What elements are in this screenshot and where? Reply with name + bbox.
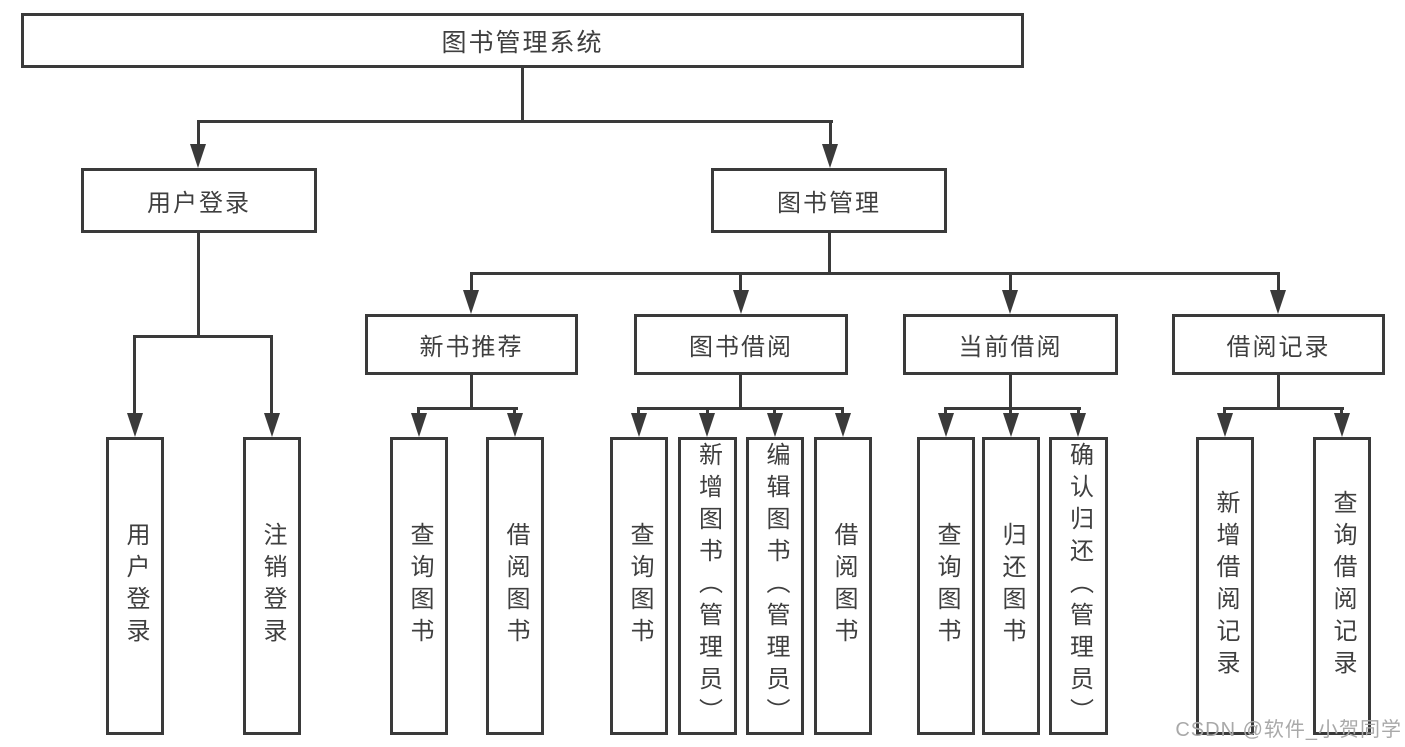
leaf-label: 新增图书（管理员） xyxy=(694,442,722,730)
connector-level1-rail xyxy=(197,120,833,123)
connector-drop-leaf-user-login xyxy=(133,335,136,415)
arrow-down-icon xyxy=(463,290,479,314)
connector-book-borrow-trunk xyxy=(739,375,742,409)
connector-new-book-trunk xyxy=(470,375,473,409)
node-borrow-records: 借阅记录 xyxy=(1172,314,1385,375)
node-library-management-system: 图书管理系统 xyxy=(21,13,1024,68)
leaf-label: 查询图书 xyxy=(626,522,653,650)
connector-drop xyxy=(1009,407,1012,417)
node-label: 图书管理 xyxy=(777,190,881,217)
connector-new-book-rail xyxy=(417,407,518,410)
connector-user-login-rail xyxy=(133,335,273,338)
leaf-label: 查询借阅记录 xyxy=(1329,490,1356,682)
connector-drop xyxy=(1077,407,1080,417)
node-label: 借阅记录 xyxy=(1226,334,1331,361)
arrow-down-icon xyxy=(1070,413,1086,437)
connector-drop xyxy=(417,407,420,417)
leaf-label: 用户登录 xyxy=(122,522,149,650)
arrow-down-icon xyxy=(507,413,523,437)
arrow-down-icon xyxy=(822,144,838,168)
connector-book-borrow-rail xyxy=(637,407,844,410)
leaf-query-borrow-record: 查询借阅记录 xyxy=(1313,437,1371,735)
node-current-borrow: 当前借阅 xyxy=(903,314,1118,375)
leaf-label: 注销登录 xyxy=(259,522,286,650)
node-user-login: 用户登录 xyxy=(81,168,317,233)
node-book-management: 图书管理 xyxy=(711,168,947,233)
arrow-down-icon xyxy=(699,413,715,437)
node-label: 用户登录 xyxy=(147,190,251,217)
arrow-down-icon xyxy=(733,290,749,314)
connector-drop xyxy=(773,407,776,417)
connector-drop xyxy=(513,407,516,417)
leaf-borrow-books-borrow: 借阅图书 xyxy=(814,437,872,735)
arrow-down-icon xyxy=(835,413,851,437)
connector-drop xyxy=(706,407,709,417)
connector-drop-new-book xyxy=(470,272,473,294)
connector-user-login-trunk xyxy=(197,233,200,337)
leaf-label: 确认归还（管理员） xyxy=(1065,442,1093,730)
connector-drop-leaf-logout xyxy=(270,335,273,415)
leaf-label: 新增借阅记录 xyxy=(1212,490,1239,682)
connector-drop-book-management xyxy=(829,120,832,146)
leaf-confirm-return-admin: 确认归还（管理员） xyxy=(1049,437,1108,735)
connector-level2-rail xyxy=(470,272,1280,275)
connector-drop xyxy=(841,407,844,417)
connector-current-borrow-trunk xyxy=(1009,375,1012,409)
connector-drop xyxy=(944,407,947,417)
leaf-edit-book-admin: 编辑图书（管理员） xyxy=(746,437,804,735)
connector-borrow-records-rail xyxy=(1223,407,1344,410)
leaf-label: 编辑图书（管理员） xyxy=(762,442,789,730)
arrow-down-icon xyxy=(190,144,206,168)
connector-drop xyxy=(1340,407,1343,417)
leaf-return-book: 归还图书 xyxy=(982,437,1040,735)
arrow-down-icon xyxy=(1334,413,1350,437)
leaf-query-books-recommend: 查询图书 xyxy=(390,437,448,735)
leaf-label: 查询图书 xyxy=(406,522,433,650)
connector-drop xyxy=(1223,407,1226,417)
arrow-down-icon xyxy=(1002,290,1018,314)
connector-drop-current-borrow xyxy=(1009,272,1012,294)
node-label: 图书借阅 xyxy=(689,334,793,361)
node-label: 图书管理系统 xyxy=(441,28,604,57)
node-label: 新书推荐 xyxy=(419,334,524,361)
arrow-down-icon xyxy=(1217,413,1233,437)
arrow-down-icon xyxy=(127,413,143,437)
leaf-logout: 注销登录 xyxy=(243,437,301,735)
leaf-user-login: 用户登录 xyxy=(106,437,164,735)
leaf-label: 归还图书 xyxy=(998,522,1025,650)
connector-drop-borrow-records xyxy=(1277,272,1280,294)
connector-borrow-records-trunk xyxy=(1277,375,1280,409)
leaf-add-book-admin: 新增图书（管理员） xyxy=(678,437,737,735)
node-new-book-recommend: 新书推荐 xyxy=(365,314,578,375)
arrow-down-icon xyxy=(767,413,783,437)
connector-drop xyxy=(637,407,640,417)
leaf-label: 借阅图书 xyxy=(502,522,529,650)
connector-book-management-trunk xyxy=(828,233,831,275)
node-book-borrow: 图书借阅 xyxy=(634,314,848,375)
connector-drop-book-borrow xyxy=(739,272,742,294)
connector-root-trunk xyxy=(521,68,524,123)
arrow-down-icon xyxy=(1003,413,1019,437)
leaf-label: 查询图书 xyxy=(933,522,960,650)
arrow-down-icon xyxy=(938,413,954,437)
leaf-query-books-current: 查询图书 xyxy=(917,437,975,735)
arrow-down-icon xyxy=(631,413,647,437)
node-label: 当前借阅 xyxy=(958,334,1063,361)
leaf-add-borrow-record: 新增借阅记录 xyxy=(1196,437,1254,735)
leaf-borrow-books-recommend: 借阅图书 xyxy=(486,437,544,735)
arrow-down-icon xyxy=(411,413,427,437)
arrow-down-icon xyxy=(264,413,280,437)
csdn-watermark: CSDN @软件_小贺同学 xyxy=(1175,719,1402,741)
connector-current-borrow-rail xyxy=(944,407,1081,410)
leaf-label: 借阅图书 xyxy=(830,522,857,650)
leaf-query-books-borrow: 查询图书 xyxy=(610,437,668,735)
arrow-down-icon xyxy=(1270,290,1286,314)
connector-drop-user-login xyxy=(197,120,200,146)
